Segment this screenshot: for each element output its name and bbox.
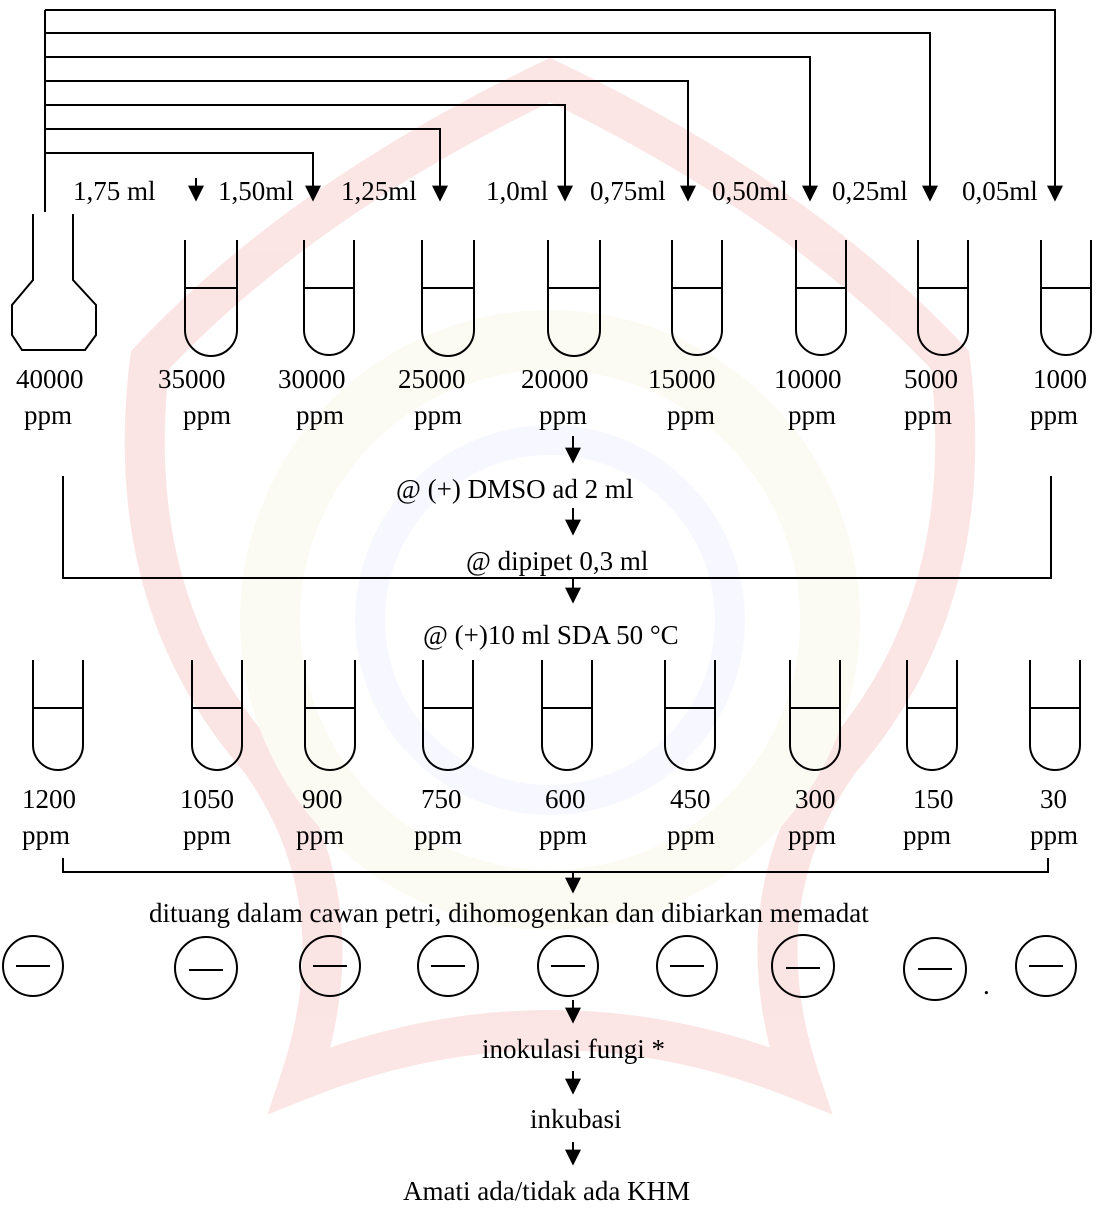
conc-unit: ppm <box>667 400 715 430</box>
test-tube <box>917 240 969 356</box>
bottom-conc-labels: 1200 ppm 1050 ppm 900 ppm 750 ppm 600 pp… <box>22 784 1078 850</box>
conc-unit: ppm <box>788 820 836 850</box>
step-dmso: @ (+) DMSO ad 2 ml <box>396 474 633 504</box>
conc-value: 30000 <box>278 364 346 394</box>
test-tube <box>541 660 593 771</box>
conc-unit: ppm <box>296 820 344 850</box>
conc-unit: ppm <box>539 400 587 430</box>
conc-unit: ppm <box>667 820 715 850</box>
bottom-tubes <box>32 660 1081 771</box>
conc-value: 1050 <box>180 784 234 814</box>
top-conc-labels: 40000 ppm 35000 ppm 30000 ppm 25000 ppm … <box>16 364 1087 430</box>
test-tube <box>664 660 716 771</box>
petri-dish <box>1015 935 1077 997</box>
petri-dish <box>417 935 479 997</box>
conc-value: 150 <box>913 784 954 814</box>
volume-label: 0,25ml <box>832 176 908 206</box>
volume-label: 1,75 ml <box>73 176 156 206</box>
conc-value: 900 <box>302 784 343 814</box>
volume-labels: 1,75 ml 1,50ml 1,25ml 1,0ml 0,75ml 0,50m… <box>73 176 1038 206</box>
conc-unit: ppm <box>904 400 952 430</box>
conc-unit: ppm <box>24 400 72 430</box>
conc-unit: ppm <box>183 400 231 430</box>
petri-dish <box>299 935 361 997</box>
test-tube <box>304 660 356 771</box>
conc-value: 30 <box>1040 784 1067 814</box>
petri-dish <box>174 936 238 1000</box>
step-sda: @ (+)10 ml SDA 50 °C <box>423 620 679 650</box>
conc-unit: ppm <box>903 820 951 850</box>
conc-value: 25000 <box>398 364 466 394</box>
volume-label: 0,75ml <box>590 176 666 206</box>
conc-unit: ppm <box>414 820 462 850</box>
test-tube <box>671 240 723 356</box>
petri-dish <box>771 934 835 998</box>
test-tube <box>32 660 84 771</box>
test-tube <box>906 660 958 771</box>
conc-unit: ppm <box>788 400 836 430</box>
test-tube <box>422 660 474 771</box>
volumetric-flask <box>11 214 97 351</box>
conc-unit: ppm <box>296 400 344 430</box>
conc-value: 450 <box>670 784 711 814</box>
conc-value: 600 <box>545 784 586 814</box>
test-tube <box>795 240 847 356</box>
conc-unit: ppm <box>414 400 462 430</box>
step-pipet: @ dipipet 0,3 ml <box>466 546 648 576</box>
conc-unit: ppm <box>183 820 231 850</box>
test-tube <box>1029 660 1081 771</box>
conc-unit: ppm <box>22 820 70 850</box>
conc-unit: ppm <box>1030 820 1078 850</box>
conc-value: 35000 <box>158 364 226 394</box>
watermark-seal <box>124 57 976 1115</box>
conc-value: 1200 <box>22 784 76 814</box>
step-observe: Amati ada/tidak ada KHM <box>403 1176 690 1206</box>
volume-label: 0,50ml <box>712 176 788 206</box>
volume-label: 1,25ml <box>341 176 417 206</box>
test-tube <box>789 660 841 771</box>
test-tube <box>303 240 355 356</box>
petri-dish <box>537 935 599 997</box>
conc-value: 20000 <box>521 364 589 394</box>
conc-unit: ppm <box>539 820 587 850</box>
petri-dishes <box>2 934 1077 1001</box>
conc-value: 1000 <box>1033 364 1087 394</box>
conc-value: 300 <box>795 784 836 814</box>
test-tube <box>547 240 601 357</box>
petri-dish <box>656 935 718 997</box>
top-tubes <box>184 240 1092 357</box>
transfer-lines <box>44 9 1063 212</box>
volume-label: 1,0ml <box>486 176 548 206</box>
step-incubate: inkubasi <box>530 1104 622 1134</box>
conc-value: 10000 <box>774 364 842 394</box>
step-pour: dituang dalam cawan petri, dihomogenkan … <box>149 898 869 928</box>
conc-unit: ppm <box>1030 400 1078 430</box>
conc-value: 750 <box>421 784 462 814</box>
test-tube <box>1040 240 1092 356</box>
conc-value: 40000 <box>16 364 84 394</box>
petri-dish <box>2 935 64 997</box>
petri-dish <box>903 937 967 1001</box>
volume-label: 0,05ml <box>962 176 1038 206</box>
test-tube <box>184 240 238 357</box>
conc-value: 15000 <box>648 364 716 394</box>
process-arrows-mid <box>62 436 1052 604</box>
process-arrows-bottom <box>62 858 1049 894</box>
conc-value: 5000 <box>904 364 958 394</box>
volume-label: 1,50ml <box>218 176 294 206</box>
test-tube <box>191 660 243 771</box>
step-inoculate: inokulasi fungi * <box>482 1034 665 1064</box>
stray-dot: . <box>983 970 990 1000</box>
test-tube <box>421 240 475 357</box>
